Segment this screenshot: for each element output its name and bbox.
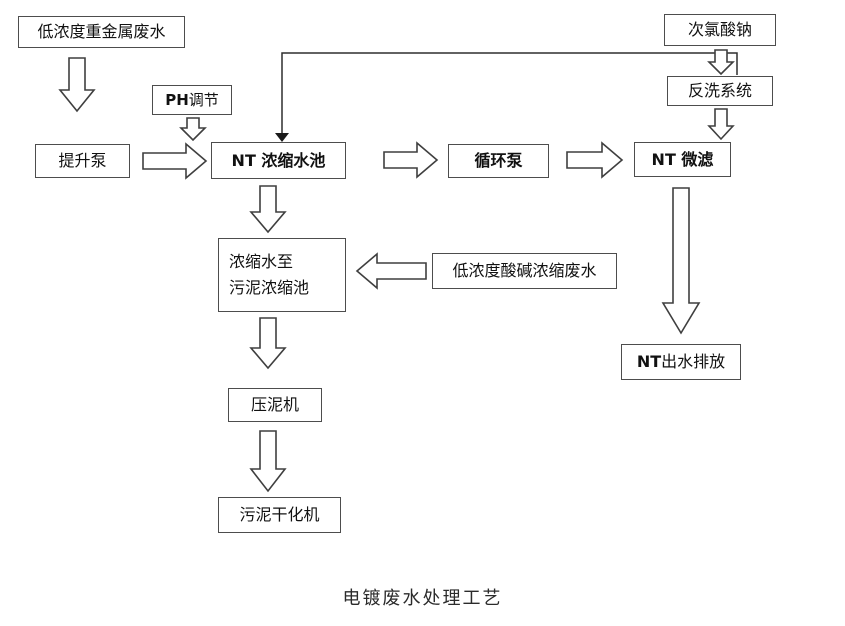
node-mud-press: 压泥机 xyxy=(228,388,322,422)
node-ph-adjust: PH 调节 xyxy=(152,85,232,115)
arrow-press-to-dryer xyxy=(249,430,287,493)
arrow-ntmf-to-discharge xyxy=(661,187,701,335)
node-label: 次氯酸钠 xyxy=(687,20,752,40)
node-label-bold: NT 微滤 xyxy=(651,149,714,169)
arrow-nt-tank-to-sludge xyxy=(249,185,287,234)
feedback-arrowhead-icon xyxy=(275,133,289,142)
node-label: 反洗系统 xyxy=(687,81,752,101)
arrow-backwash-to-ntmf xyxy=(707,108,735,141)
node-label-bold: 循环泵 xyxy=(474,151,523,171)
node-backwash-system: 反洗系统 xyxy=(667,76,773,106)
node-label: 低浓度酸碱浓缩废水 xyxy=(452,261,597,281)
arrow-liftpump-to-nt-tank xyxy=(142,142,208,180)
node-label: 调节 xyxy=(188,91,219,109)
node-label: 污泥干化机 xyxy=(239,505,320,525)
node-sludge-dryer: 污泥干化机 xyxy=(218,497,341,533)
diagram-caption: 电镀废水处理工艺 xyxy=(342,588,503,609)
node-acid-alkali-concentrate-wastewater: 低浓度酸碱浓缩废水 xyxy=(432,253,617,289)
node-lift-pump: 提升泵 xyxy=(35,144,130,178)
node-label: 提升泵 xyxy=(58,151,107,171)
node-label-bold: NT xyxy=(636,352,662,372)
node-nt-effluent-discharge: NT 出水排放 xyxy=(621,344,741,380)
arrow-acid-to-sludge xyxy=(355,252,427,290)
arrow-wastewater-to-liftpump xyxy=(58,57,96,113)
arrow-nt-tank-to-circpump xyxy=(383,141,439,179)
node-nt-microfiltration: NT 微滤 xyxy=(634,142,731,177)
arrow-ph-to-nt-tank xyxy=(179,117,207,142)
node-nt-concentration-tank: NT 浓缩水池 xyxy=(211,142,346,179)
node-concentrate-to-sludge-tank: 浓缩水至 污泥浓缩池 xyxy=(218,238,346,312)
node-label-bold: NT 浓缩水池 xyxy=(231,150,326,170)
node-circulation-pump: 循环泵 xyxy=(448,144,549,178)
node-low-metal-wastewater: 低浓度重金属废水 xyxy=(18,16,185,48)
node-label-bold: PH xyxy=(165,91,189,109)
node-label: 低浓度重金属废水 xyxy=(37,22,166,42)
node-label: 压泥机 xyxy=(250,395,299,415)
arrow-circpump-to-ntmf xyxy=(566,141,624,179)
arrow-sludge-to-press xyxy=(249,317,287,370)
node-label-line2: 污泥浓缩池 xyxy=(229,278,310,297)
arrow-naclo-to-backwash xyxy=(707,49,735,76)
node-label-line1: 浓缩水至 xyxy=(229,252,294,272)
node-label: 出水排放 xyxy=(661,352,726,372)
node-sodium-hypochlorite: 次氯酸钠 xyxy=(664,14,776,46)
